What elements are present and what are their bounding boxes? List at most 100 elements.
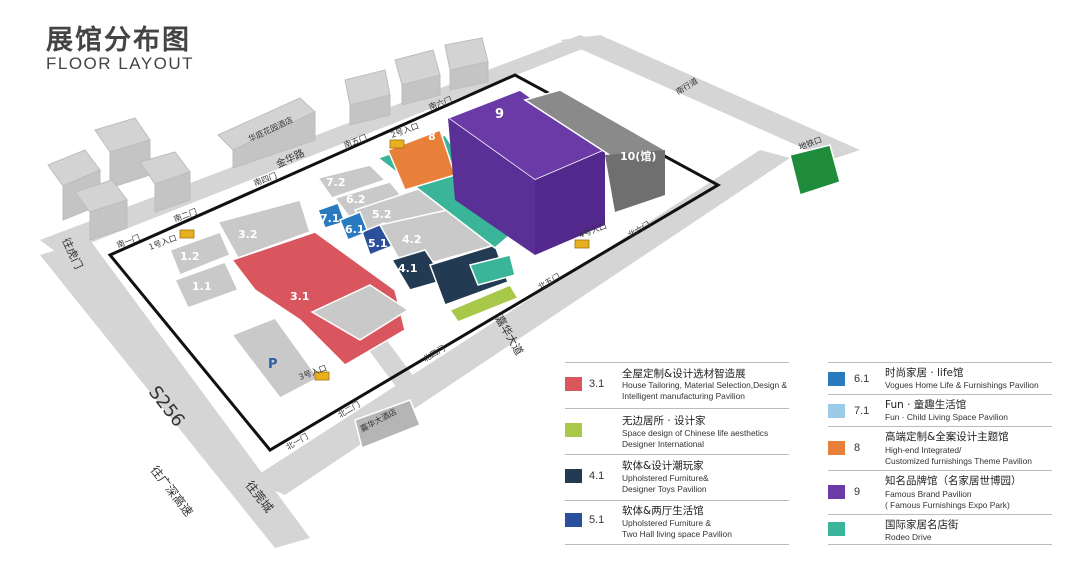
legend-item-5-1: 5.1 软体&两厅生活馆 Upholstered Furniture & Two…: [565, 500, 789, 545]
legend-item-9: 9 知名品牌馆（名家居世博园） Famous Brand Pavilion ( …: [828, 470, 1052, 512]
hall-label-9: 9: [495, 107, 504, 122]
legend-cn: 时尚家居 · life馆: [885, 367, 964, 379]
legend-en: Two Hall living space Pavilion: [622, 529, 732, 539]
legend-en: Space design of Chinese life aesthetics: [622, 428, 769, 438]
legend-divider: [565, 454, 789, 455]
road-s256: [40, 240, 310, 548]
rodeo-drive-2: [468, 254, 516, 286]
legend-divider: [565, 544, 789, 545]
legend-en: ( Famous Furnishings Expo Park): [885, 500, 1010, 510]
entrance-2-marker[interactable]: [389, 139, 405, 149]
legend-swatch: [828, 441, 845, 455]
legend-item-8: 8 高端定制&全案设计主题馆 High-end Integrated/ Cust…: [828, 426, 1052, 468]
entrance-3-marker[interactable]: [314, 371, 330, 381]
legend-num: 5.1: [589, 514, 605, 526]
entrance-1-marker[interactable]: [179, 229, 195, 239]
entrance-markers: [179, 139, 590, 381]
legend-en: High-end Integrated/: [885, 445, 962, 455]
legend-cn: 无边居所 · 设计家: [622, 415, 706, 427]
hall-3-1-annex: [310, 284, 410, 341]
legend-divider: [828, 514, 1052, 515]
legend-en: Upholstered Furniture&: [622, 473, 709, 483]
legend-swatch: [828, 372, 845, 386]
legend-item-6-1: 6.1 时尚家居 · life馆 Vogues Home Life & Furn…: [828, 362, 1052, 392]
legend-swatch: [565, 469, 582, 483]
hall-label-1-1: 1.1: [192, 280, 212, 293]
building: [89, 199, 128, 241]
hall-label-8: 8: [428, 130, 436, 143]
legend-cn: 软体&两厅生活馆: [622, 505, 704, 517]
parking-label: P: [268, 357, 278, 372]
hall-label-3-1: 3.1: [290, 290, 310, 303]
legend-num: 6.1: [854, 373, 870, 385]
legend-divider: [565, 362, 789, 363]
legend-num: 3.1: [589, 378, 605, 390]
hall-cultural: [448, 284, 520, 323]
hall-label-7-1: 7.1: [320, 212, 340, 225]
hall-9-side: [535, 150, 605, 255]
legend-swatch: [828, 485, 845, 499]
hall-label-5-2: 5.2: [372, 208, 392, 221]
expo-boundary: [107, 73, 722, 452]
hall-label-6-2: 6.2: [346, 193, 366, 206]
road-east: [560, 35, 860, 160]
halls: [169, 89, 841, 450]
building: [401, 74, 441, 106]
legend-en: Designer Toys Pavilion: [622, 484, 707, 494]
legend-swatch: [828, 522, 845, 536]
legend-item-3-1: 3.1 全屋定制&设计选材智造展 House Tailoring, Materi…: [565, 362, 789, 406]
legend-item-cultural: 无边居所 · 设计家 Space design of Chinese life …: [565, 408, 789, 452]
legend-cn: 软体&设计潮玩家: [622, 460, 704, 472]
legend-swatch: [565, 377, 582, 391]
legend-cn: 国际家居名店街: [885, 519, 959, 531]
hall-10-side: [605, 150, 665, 212]
legend-cn: 高端定制&全案设计主题馆: [885, 431, 1009, 443]
legend-num: 7.1: [854, 405, 870, 417]
legend-divider: [828, 470, 1052, 471]
hall-1-1: [173, 261, 240, 309]
legend-swatch: [565, 423, 582, 437]
legend-item-7-1: 7.1 Fun · 童趣生活馆 Fun · Child Living Space…: [828, 394, 1052, 424]
legend-en: Designer International: [622, 439, 704, 449]
legend-num: 8: [854, 442, 861, 454]
hall-1-2: [169, 231, 231, 276]
hall-9-front: [448, 118, 535, 255]
page-subtitle: FLOOR LAYOUT: [46, 54, 195, 73]
hall-label-10: 10(馆): [620, 149, 656, 163]
legend-item-4-1: 4.1 软体&设计潮玩家 Upholstered Furniture& Desi…: [565, 454, 789, 498]
legend-en: Customized furnishings Theme Pavilion: [885, 456, 1032, 466]
legend-en: House Tailoring, Material Selection,Desi…: [622, 380, 788, 390]
legend-divider: [828, 394, 1052, 395]
legend-en: Famous Brand Pavilion: [885, 489, 972, 499]
hall-label-6-1: 6.1: [345, 223, 365, 236]
hall-label-5-1: 5.1: [368, 237, 388, 250]
hall-label-4-1: 4.1: [398, 262, 418, 275]
legend-divider: [565, 500, 789, 501]
legend-cn: 知名品牌馆（名家居世博园）: [885, 475, 1022, 487]
legend-en: Rodeo Drive: [885, 532, 932, 542]
building: [154, 171, 191, 213]
entrance-4-marker[interactable]: [574, 239, 590, 249]
legend-swatch: [565, 513, 582, 527]
legend-en: Vogues Home Life & Furnishings Pavilion: [885, 380, 1039, 390]
road-hotel-approach: [365, 338, 420, 392]
legend-divider: [828, 544, 1052, 545]
background-buildings: [47, 37, 489, 241]
page-title: 展馆分布图: [46, 25, 191, 56]
hall-label-3-2: 3.2: [238, 228, 258, 241]
legend-divider: [828, 426, 1052, 427]
legend-cn: 全屋定制&设计选材智造展: [622, 368, 746, 380]
legend-swatch: [828, 404, 845, 418]
hall-label-7-2: 7.2: [326, 176, 346, 189]
legend-item-rodeo: 国际家居名店街 Rodeo Drive: [828, 514, 1052, 545]
jiaxin-hotel: [354, 399, 421, 450]
hall-3-2: [216, 199, 311, 259]
legend-divider: [565, 408, 789, 409]
legend-divider: [828, 362, 1052, 363]
hall-7-2: [316, 164, 387, 199]
legend-num: 4.1: [589, 470, 605, 482]
building: [349, 94, 391, 126]
building: [449, 61, 489, 91]
